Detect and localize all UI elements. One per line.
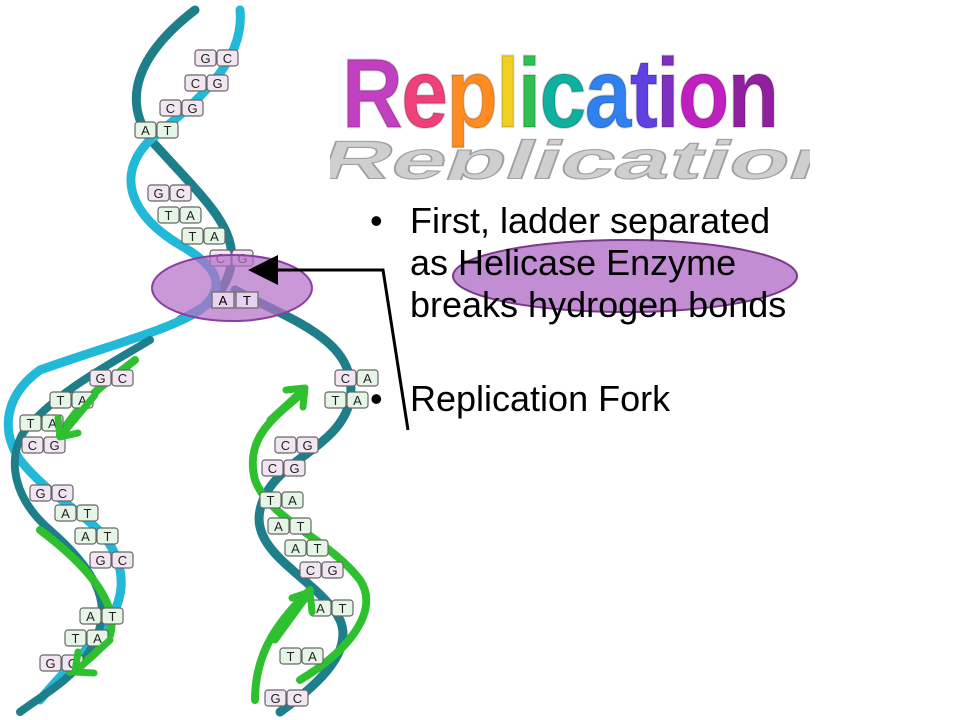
- base-letter: A: [316, 601, 325, 616]
- base-letter: A: [210, 229, 219, 244]
- base-letter: G: [212, 76, 222, 91]
- bullet-dot: •: [370, 378, 383, 420]
- base-letter: C: [341, 371, 350, 386]
- base-letter: T: [57, 393, 65, 408]
- page-title: Replication: [342, 44, 777, 142]
- base-letter: A: [86, 609, 95, 624]
- base-letter: G: [327, 563, 337, 578]
- base-letter: A: [308, 649, 317, 664]
- base-letter: A: [186, 208, 195, 223]
- bullet-dot: •: [370, 200, 383, 242]
- title-block: Replication Replication: [330, 30, 810, 180]
- base-letter: T: [339, 601, 347, 616]
- base-letter: T: [287, 649, 295, 664]
- base-letter: A: [288, 493, 297, 508]
- base-letter: T: [297, 519, 305, 534]
- bullet-1-line-1: First, ladder separated: [410, 200, 930, 242]
- base-letter: T: [72, 631, 80, 646]
- base-letter: G: [153, 186, 163, 201]
- base-letter: T: [109, 609, 117, 624]
- base-letter: T: [165, 208, 173, 223]
- base-letter: T: [84, 506, 92, 521]
- base-letter: C: [293, 691, 302, 706]
- bullet-replication-fork: • Replication Fork: [370, 378, 930, 420]
- base-letter: G: [95, 553, 105, 568]
- bullet-list: • First, ladder separated as Helicase En…: [370, 200, 930, 420]
- helicase-enzyme-term: Helicase Enzyme: [458, 242, 736, 283]
- base-letter: T: [27, 416, 35, 431]
- base-letter: T: [267, 493, 275, 508]
- base-letter: C: [191, 76, 200, 91]
- svg-text:T: T: [243, 293, 251, 308]
- base-letter: G: [200, 51, 210, 66]
- base-letter: C: [58, 486, 67, 501]
- base-letter: G: [35, 486, 45, 501]
- base-letter: C: [118, 371, 127, 386]
- title-letter: i: [518, 38, 540, 148]
- helicase-highlight-ellipse: [152, 255, 312, 321]
- bullet-1-line-2: as Helicase Enzyme: [410, 242, 930, 284]
- top-base-pairs: GCCGCGATGCTATACG: [135, 50, 253, 266]
- base-letter: A: [141, 123, 150, 138]
- base-letter: A: [291, 541, 300, 556]
- title-letter: n: [728, 38, 778, 148]
- title-letter: l: [496, 38, 518, 148]
- base-letter: T: [332, 393, 340, 408]
- base-letter: T: [189, 229, 197, 244]
- base-letter: A: [353, 393, 362, 408]
- base-letter: C: [223, 51, 232, 66]
- title-letter: o: [678, 38, 728, 148]
- title-letter: a: [585, 38, 630, 148]
- arrow-right-lower: [275, 592, 312, 640]
- title-letter: R: [342, 38, 401, 148]
- title-letter: c: [539, 38, 584, 148]
- title-letter: e: [401, 38, 446, 148]
- base-letter: C: [176, 186, 185, 201]
- base-letter: T: [164, 123, 172, 138]
- base-letter: G: [289, 461, 299, 476]
- base-letter: C: [306, 563, 315, 578]
- svg-text:A: A: [219, 293, 228, 308]
- base-letter: G: [45, 656, 55, 671]
- bullet-1-line-2-prefix: as: [410, 242, 458, 283]
- bullet-1-line-3: breaks hydrogen bonds: [410, 284, 930, 326]
- base-letter: G: [95, 371, 105, 386]
- base-letter: C: [118, 553, 127, 568]
- base-letter: C: [166, 101, 175, 116]
- base-letter: T: [104, 529, 112, 544]
- base-letter: C: [28, 438, 37, 453]
- bullet-helicase: • First, ladder separated as Helicase En…: [370, 200, 930, 326]
- arrow-right-new-strand: [270, 388, 305, 420]
- base-letter: G: [270, 691, 280, 706]
- base-letter: C: [281, 438, 290, 453]
- base-letter: A: [274, 519, 283, 534]
- base-letter: A: [81, 529, 90, 544]
- title-letter: t: [630, 38, 656, 148]
- base-letter: A: [61, 506, 70, 521]
- base-letter: G: [302, 438, 312, 453]
- bullet-2-line-1: Replication Fork: [410, 378, 930, 420]
- base-letter: C: [268, 461, 277, 476]
- title-letter: i: [656, 38, 678, 148]
- base-letter: G: [187, 101, 197, 116]
- base-letter: T: [314, 541, 322, 556]
- base-letter: G: [49, 438, 59, 453]
- title-letter: p: [446, 38, 496, 148]
